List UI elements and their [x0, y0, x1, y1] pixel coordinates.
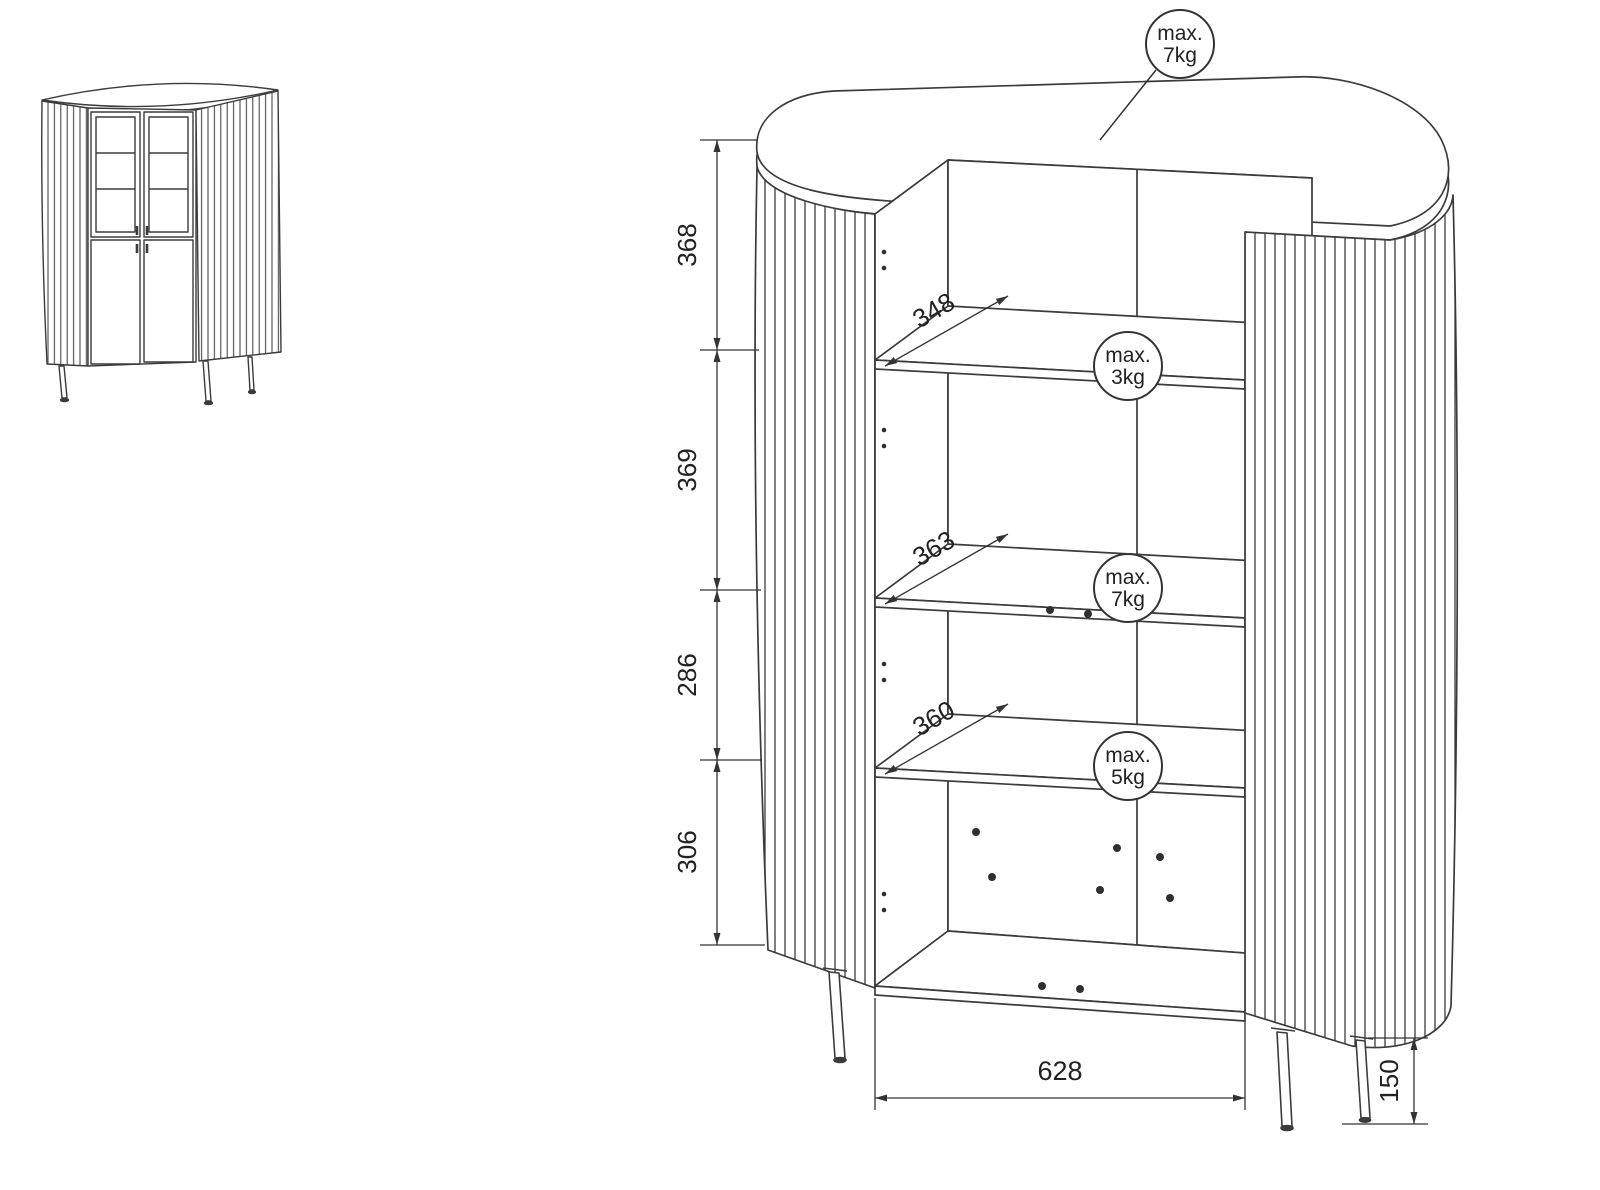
pin-hole: [881, 891, 887, 897]
leg-foot: [1358, 1117, 1372, 1124]
load-limits: max. 7kg max. 3kg max. 7kg max. 5kg: [1093, 9, 1215, 801]
thumb-shelf-lines: [96, 152, 188, 190]
leg-foot: [833, 1056, 847, 1064]
dim-label-150: 150: [1374, 1059, 1404, 1102]
load-badge-circle: [1093, 731, 1163, 801]
pin-hole: [881, 661, 887, 667]
fitting-dot: [1038, 982, 1046, 990]
fitting-dot: [1096, 886, 1104, 894]
front-left-leg: [822, 967, 848, 1064]
legs: [822, 967, 1374, 1132]
leg-plate: [1270, 1027, 1296, 1032]
leg-body: [1355, 1039, 1371, 1119]
thumb-leg: [202, 360, 212, 402]
thumb-leg: [58, 365, 68, 399]
load-badge-circle: [1093, 331, 1163, 401]
leg-height-dimension: [1342, 1037, 1428, 1125]
thumb-glass-door-left: [90, 111, 141, 238]
thumb-left-fluted-panel: [41, 100, 89, 367]
load-badge-shelf-1: max. 3kg: [1093, 331, 1163, 401]
pin-hole: [881, 907, 887, 913]
dim-label-286: 286: [672, 653, 702, 696]
pin-hole: [881, 427, 887, 433]
width-dimension: [874, 998, 1246, 1110]
load-badge-shelf-3: max. 5kg: [1093, 731, 1163, 801]
load-badge-text: max.: [1105, 344, 1151, 367]
load-badge-circle: [1093, 553, 1163, 623]
load-badge-text: 5kg: [1111, 766, 1145, 789]
load-badge-shelf-2: max. 7kg: [1093, 553, 1163, 623]
shelf-depth-dimensions: [884, 295, 1009, 775]
thumb-legs: [58, 356, 257, 406]
thumb-right-fluted-panel: [195, 90, 282, 362]
fitting-dot: [1084, 610, 1092, 618]
top-load-leader-line: [1099, 69, 1157, 141]
left-fluted-panel: [754, 166, 876, 989]
cabinet-main-view: [754, 75, 1459, 1132]
pin-hole: [881, 249, 887, 255]
fitting-dot: [1046, 606, 1054, 614]
pin-hole: [881, 443, 887, 449]
front-right-leg: [1270, 1027, 1296, 1132]
pin-hole: [881, 265, 887, 271]
leg-foot: [1280, 1124, 1294, 1132]
leg-body: [1276, 1031, 1293, 1127]
thumb-glass-door-right: [143, 111, 194, 238]
load-badge-text: 3kg: [1111, 366, 1145, 389]
load-badge-circle: [1145, 9, 1215, 79]
leg-plate: [822, 967, 848, 972]
thumb-bottom-door-left: [90, 239, 141, 365]
right-fluted-panel: [1244, 194, 1459, 1049]
load-badge-text: max.: [1105, 744, 1151, 767]
thumb-leg-foot: [203, 400, 214, 406]
load-badge-text: max.: [1105, 566, 1151, 589]
dim-label-369: 369: [672, 448, 702, 491]
fitting-dot: [1156, 853, 1164, 861]
fitting-dot: [1113, 844, 1121, 852]
thumb-glass-door-right-frame: [148, 116, 189, 233]
fitting-dot: [972, 828, 980, 836]
height-dimension-chain: [700, 139, 765, 946]
thumb-leg: [247, 356, 255, 391]
thumb-door-handles: [135, 226, 149, 253]
dim-arrow-shelf-1-depth: [884, 295, 1009, 367]
dim-arrow-shelf-2-depth: [884, 533, 1009, 605]
pin-holes: [881, 249, 1174, 993]
dimensions: [700, 139, 1428, 1125]
thumb-leg-foot: [59, 397, 70, 403]
dim-arrow-shelf-3-depth: [884, 703, 1009, 775]
thumb-leg-foot: [247, 389, 257, 395]
fitting-dot: [988, 873, 996, 881]
fitting-dot: [1076, 985, 1084, 993]
load-badge-text: 7kg: [1111, 588, 1145, 611]
load-badge-text: 7kg: [1163, 44, 1197, 67]
back-right-leg: [1349, 1035, 1374, 1124]
thumb-top-panel: [41, 82, 279, 108]
leg-body: [828, 971, 846, 1059]
dim-label-628: 628: [1037, 1056, 1082, 1086]
cabinet-thumbnail-front-view: [41, 82, 282, 406]
thumb-bottom-door-right: [143, 239, 194, 363]
load-badge-top: max. 7kg: [1145, 9, 1215, 79]
fitting-dot: [1166, 894, 1174, 902]
load-badge-text: max.: [1157, 22, 1203, 45]
dim-label-368: 368: [672, 223, 702, 266]
thumb-door-area: [87, 107, 197, 367]
dim-label-306: 306: [672, 830, 702, 873]
pin-hole: [881, 677, 887, 683]
thumb-glass-door-left-frame: [95, 116, 136, 233]
